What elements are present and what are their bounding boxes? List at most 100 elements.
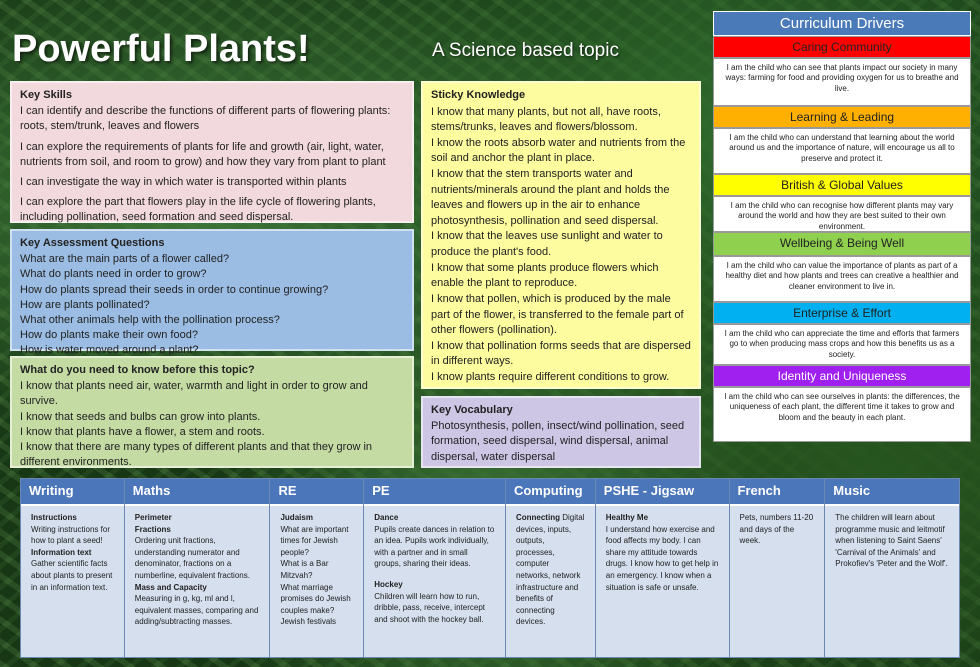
subject-subheading: Dance — [374, 513, 399, 522]
driver-description: I am the child who can appreciate the ti… — [713, 324, 971, 365]
sticky-knowledge-heading: Sticky Knowledge — [431, 89, 526, 101]
sticky-knowledge-item: I know that many plants, but not all, ha… — [431, 105, 661, 134]
subject-line: What marriage promises do Jewish couples… — [280, 582, 353, 617]
key-vocabulary-heading: Key Vocabulary — [431, 404, 513, 416]
sticky-knowledge-item: I know that pollination forms seeds that… — [431, 339, 691, 368]
subject-content: Pets, numbers 11-20 and days of the week… — [729, 506, 825, 657]
subject-text: Jewish festivals — [280, 617, 337, 627]
subject-text: I understand how exercise and food affec… — [605, 524, 719, 592]
assessment-question: What other animals help with the pollina… — [20, 313, 280, 326]
subject-line: Gather scientific facts about plants to … — [31, 558, 114, 593]
key-skills-heading: Key Skills — [20, 89, 72, 101]
subject-line: What is a Bar Mitzvah? — [280, 558, 353, 581]
sticky-knowledge-item: I know that the leaves use sunlight and … — [431, 230, 663, 259]
prior-knowledge-item: I know that plants have a flower, a stem… — [20, 425, 265, 438]
subject-line: Ordering unit fractions, understanding n… — [135, 535, 260, 581]
subject-line: Children will learn how to run, dribble,… — [374, 591, 495, 626]
subject-subheading: Mass and Capacity — [134, 582, 207, 592]
prior-knowledge-heading: What do you need to know before this top… — [20, 364, 255, 376]
assessment-question: What do plants need in order to grow? — [20, 268, 207, 281]
subject-line: Writing instructions for how to plant a … — [31, 524, 114, 547]
subject-line: Pupils create dances in relation to an i… — [374, 524, 495, 570]
subject-subheading: Hockey — [374, 579, 403, 589]
subject-line: Information text — [31, 547, 114, 559]
subject-subheading: Perimeter — [134, 513, 172, 522]
assessment-question: How is water moved around a plant? — [20, 344, 199, 357]
subject-content: Healthy Me I understand how exercise and … — [595, 506, 729, 657]
subject-text: Pupils create dances in relation to an i… — [374, 524, 495, 569]
subject-heading: Computing — [505, 479, 595, 506]
subject-subheading: Information text — [31, 547, 92, 557]
sticky-knowledge-item: I know plants require different conditio… — [431, 370, 670, 383]
curriculum-drivers-panel: Curriculum Drivers Caring Community I am … — [713, 11, 971, 442]
key-skills-panel: Key Skills I can identify and describe t… — [10, 81, 414, 223]
subject-subheading: Connecting — [515, 513, 560, 522]
subject-subheading: Fractions — [134, 524, 171, 534]
subject-line: What are important times for Jewish peop… — [280, 524, 353, 559]
page-subtitle: A Science based topic — [432, 40, 619, 61]
driver-description: I am the child who can see ourselves in … — [713, 387, 971, 442]
subject-heading: RE — [270, 479, 364, 506]
subject-line — [374, 570, 495, 579]
sticky-knowledge-panel: Sticky Knowledge I know that many plants… — [421, 81, 701, 389]
subject-line: Fractions — [135, 524, 260, 536]
page-title: Powerful Plants! — [12, 28, 310, 70]
subject-line: Jewish festivals — [280, 616, 353, 628]
prior-knowledge-item: I know that there are many types of diff… — [20, 440, 372, 469]
subject-text: Ordering unit fractions, understanding n… — [134, 536, 250, 580]
subject-line: Pets, numbers 11-20 and days of the week… — [740, 512, 815, 547]
subject-line: Instructions — [31, 512, 114, 524]
sticky-knowledge-item: I know that pollen, which is produced by… — [431, 292, 684, 337]
assessment-questions-panel: Key Assessment Questions What are the ma… — [10, 229, 414, 356]
subject-line: I understand how exercise and food affec… — [606, 524, 719, 594]
key-skill-item: I can explore the part that flowers play… — [20, 196, 376, 224]
subject-heading: Writing — [21, 479, 124, 506]
subject-line: The children will learn about programme … — [835, 512, 949, 570]
assessment-question: How do plants spread their seeds in orde… — [20, 283, 329, 296]
driver-title: Caring Community — [713, 36, 971, 58]
key-skill-item: I can investigate the way in which water… — [20, 175, 347, 188]
subject-line: Hockey — [374, 579, 495, 591]
subject-subheading: Healthy Me — [605, 513, 649, 522]
subject-text: Pets, numbers 11-20 and days of the week… — [739, 513, 814, 546]
driver-title: Wellbeing & Being Well — [713, 232, 971, 256]
subject-heading: PSHE - Jigsaw — [595, 479, 729, 506]
prior-knowledge-item: I know that seeds and bulbs can grow int… — [20, 410, 261, 423]
subject-text: What marriage promises do Jewish couples… — [280, 582, 351, 615]
subject-subheading: Instructions — [31, 513, 77, 522]
sticky-knowledge-item: I know that the stem transports water an… — [431, 168, 670, 227]
driver-description: I am the child who can value the importa… — [713, 256, 971, 302]
assessment-question: How do plants make their own food? — [20, 329, 198, 342]
key-vocabulary-panel: Key Vocabulary Photosynthesis, pollen, i… — [421, 396, 701, 468]
subject-heading: PE — [364, 479, 505, 506]
driver-title: British & Global Values — [713, 174, 971, 196]
subject-heading: Maths — [124, 479, 270, 506]
subject-text: Gather scientific facts about plants to … — [31, 559, 113, 592]
subject-line: Dance — [374, 512, 495, 524]
assessment-heading: Key Assessment Questions — [20, 237, 165, 249]
subject-line: Mass and Capacity — [135, 582, 260, 594]
driver-description: I am the child who can recognise how dif… — [713, 196, 971, 232]
subject-text: Writing instructions for how to plant a … — [31, 524, 110, 546]
driver-title: Learning & Leading — [713, 106, 971, 128]
prior-knowledge-item: I know that plants need air, water, warm… — [20, 380, 368, 408]
subject-content: The children will learn about programme … — [825, 506, 960, 657]
subject-text: Children will learn how to run, dribble,… — [374, 591, 485, 624]
subject-text: The children will learn about programme … — [835, 513, 948, 569]
subject-text: Measuring in g, kg, ml and l, equivalent… — [134, 594, 259, 627]
subject-line: Measuring in g, kg, ml and l, equivalent… — [135, 593, 260, 628]
subject-line: Judaism — [280, 512, 353, 524]
key-skill-item: I can explore the requirements of plants… — [20, 140, 386, 168]
curriculum-drivers-heading: Curriculum Drivers — [713, 11, 971, 36]
